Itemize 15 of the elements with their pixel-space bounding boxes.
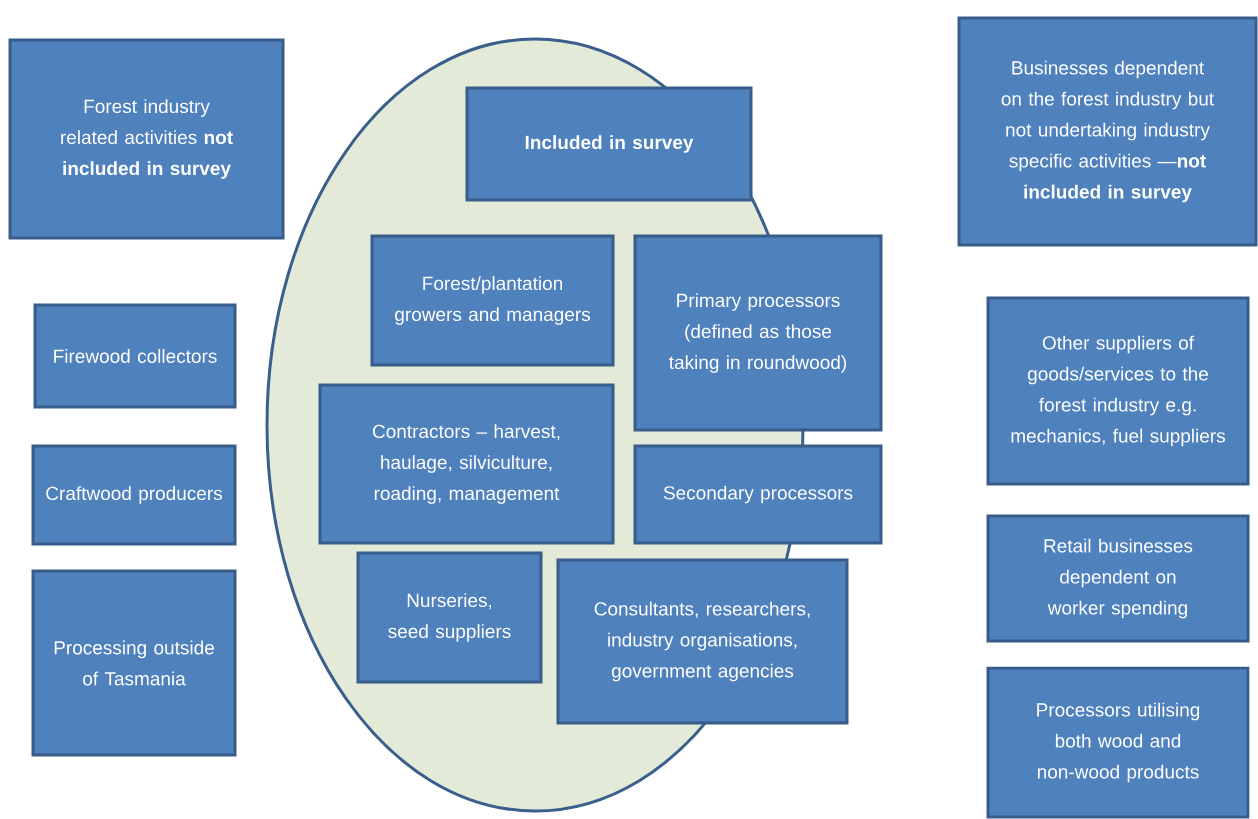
text-box: Processing outside of Tasmania xyxy=(31,569,237,757)
text-box: Consultants, researchers, industry organisations, government agencies xyxy=(556,558,849,725)
text-box: Secondary processors xyxy=(633,444,883,545)
text-box: Included in survey xyxy=(465,86,753,202)
text-box: Nurseries, seed suppliers xyxy=(356,551,543,684)
text-box: Contractors – harvest, haulage, silviculture, roading, management xyxy=(318,383,615,545)
text-box: Forest industry related activities not included in survey xyxy=(8,38,285,240)
text-box: Other suppliers of goods/services to the forest industry e.g. mechanics, fuel suppliers xyxy=(986,296,1250,486)
text-box: Processors utilising both wood and non-wood products xyxy=(986,666,1250,819)
text-box: Businesses dependent on the forest industry but not undertaking industry specific activities —not included in survey xyxy=(957,16,1258,247)
text-box: Firewood collectors xyxy=(33,303,237,409)
text-box: Retail businesses dependent on worker spending xyxy=(986,514,1250,643)
text-box: Craftwood producers xyxy=(31,444,237,546)
text-box: Forest/plantation growers and managers xyxy=(370,234,615,367)
text-box: Primary processors (defined as those taking in roundwood) xyxy=(633,234,883,432)
